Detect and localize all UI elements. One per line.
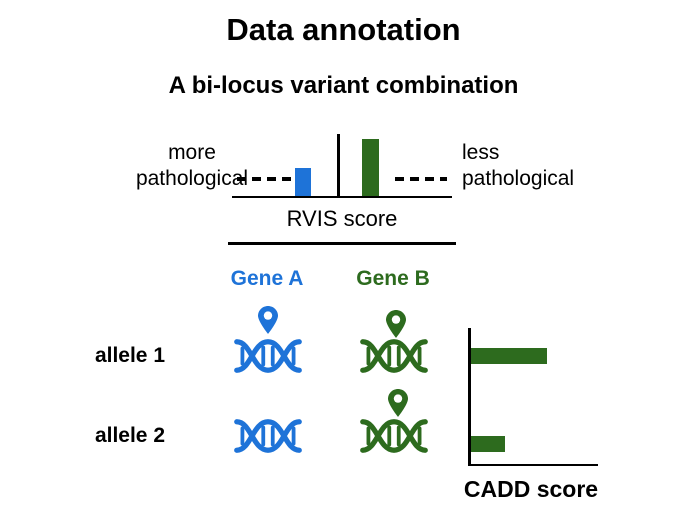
rvis-axis-label: RVIS score bbox=[286, 206, 398, 231]
cadd-mini-chart bbox=[468, 328, 598, 468]
dna-helix-icon-gene-a-allele-2 bbox=[232, 414, 304, 458]
dashed-line-left bbox=[237, 177, 291, 181]
rvis-mini-chart bbox=[232, 130, 452, 198]
cadd-x-axis bbox=[468, 464, 598, 466]
allele-2-cadd-bar bbox=[471, 436, 505, 452]
gene-b-label: Gene B bbox=[356, 267, 430, 290]
gene-a-rvis-bar bbox=[295, 168, 311, 196]
dashed-line-right bbox=[395, 177, 447, 181]
cadd-axis-label: CADD score bbox=[463, 476, 599, 502]
rvis-left-label: more pathological bbox=[135, 141, 249, 190]
dna-helix-icon-gene-b-allele-1 bbox=[358, 334, 430, 378]
allele-1-label: allele 1 bbox=[94, 344, 165, 367]
rvis-right-label: less pathological bbox=[462, 141, 575, 190]
gene-a-label: Gene A bbox=[230, 267, 304, 290]
cadd-y-axis bbox=[468, 328, 471, 466]
allele-2-label: allele 2 bbox=[94, 424, 165, 447]
variant-pin-icon-gene-b-allele-2 bbox=[387, 388, 409, 418]
diagram-title: Data annotation bbox=[226, 12, 461, 47]
variant-pin-icon-gene-a-allele-1 bbox=[257, 305, 279, 335]
diagram-subtitle: A bi-locus variant combination bbox=[168, 72, 519, 99]
gene-b-rvis-bar bbox=[362, 139, 379, 196]
dna-helix-icon-gene-b-allele-2 bbox=[358, 414, 430, 458]
variant-pin-icon-gene-b-allele-1 bbox=[385, 309, 407, 339]
allele-1-cadd-bar bbox=[471, 348, 547, 364]
rvis-zero-line bbox=[337, 134, 340, 196]
dna-helix-icon-gene-a-allele-1 bbox=[232, 334, 304, 378]
rvis-baseline bbox=[232, 196, 452, 198]
rvis-underline bbox=[228, 242, 456, 245]
